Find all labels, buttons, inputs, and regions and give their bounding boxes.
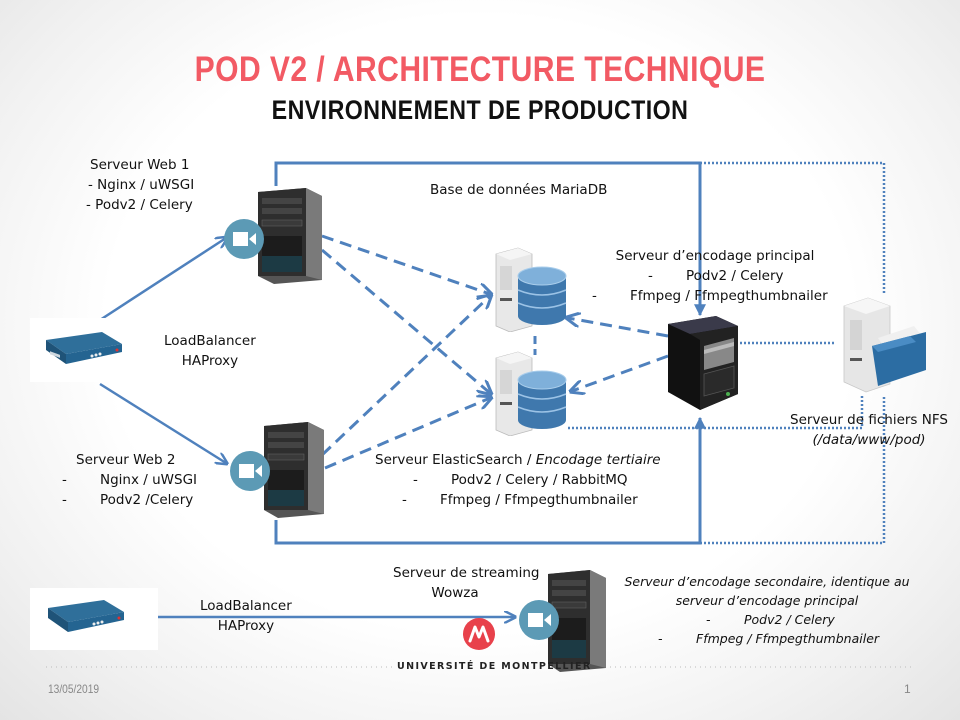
streaming-label: Serveur de streaming Wowza <box>393 563 540 603</box>
elasticsearch-item: - Ffmpeg / Ffmpegthumbnailer <box>375 490 661 510</box>
streaming-video-badge <box>518 599 560 646</box>
encoding-secondary-item: - Podv2 / Celery <box>617 610 917 629</box>
web2-video-badge <box>229 450 271 497</box>
loadbalancer-streaming-label: LoadBalancer HAProxy <box>200 596 292 636</box>
nfs-label: Serveur de fichiers NFS (/data/www/pod) <box>784 410 954 450</box>
link-web2-mariadb <box>320 296 490 457</box>
web1-name: Serveur Web 1 <box>90 157 190 173</box>
server-tower-icon <box>258 188 322 284</box>
nfs-server <box>838 296 930 399</box>
loadbalancer-main-label: LoadBalancer HAProxy <box>164 331 256 371</box>
server-tower-icon <box>264 422 324 518</box>
elasticsearch-name: Serveur ElasticSearch <box>375 452 523 468</box>
elasticsearch-item-text: Ffmpeg / Ffmpegthumbnailer <box>440 492 638 508</box>
link-web1-encoding <box>274 161 706 317</box>
link-web2-es <box>324 398 490 470</box>
encoding-main-name: Serveur d’encodage principal <box>615 248 815 264</box>
bullet: - <box>592 288 597 304</box>
elasticsearch-label: Serveur ElasticSearch / Encodage tertiai… <box>375 450 661 510</box>
encoding-main-item: - Ffmpeg / Ffmpegthumbnailer <box>590 286 840 306</box>
video-camera-icon <box>224 219 264 259</box>
streaming-name: Serveur de streaming <box>393 565 540 581</box>
encoding-secondary-line: serveur d’encodage principal <box>675 593 859 608</box>
loadbalancer-main <box>30 318 132 382</box>
streaming-software: Wowza <box>431 585 479 601</box>
university-logo-text: UNIVERSITÉ DE MONTPELLIER <box>397 661 592 672</box>
web1-item: - Podv2 / Celery <box>86 197 193 213</box>
footer-date: 13/05/2019 <box>48 682 100 696</box>
slide-subtitle: ENVIRONNEMENT DE PRODUCTION <box>271 95 689 125</box>
streaming-server <box>546 568 612 677</box>
database-server-icon <box>495 351 567 437</box>
encoding-main-item-text: Ffmpeg / Ffmpegthumbnailer <box>630 288 828 304</box>
bullet: - <box>62 472 67 488</box>
network-appliance-icon <box>46 332 122 364</box>
lb-streaming-line-2: HAProxy <box>217 618 275 634</box>
mariadb-server <box>492 246 572 337</box>
elasticsearch-role: Encodage tertiaire <box>535 452 661 468</box>
page-number: 1 <box>904 682 911 696</box>
link-web2-encoding <box>274 416 706 545</box>
encoding-main-label: Serveur d’encodage principal - Podv2 / Ce… <box>590 246 840 306</box>
nfs-path: (/data/www/pod) <box>812 432 926 448</box>
mariadb-label: Base de données MariaDB <box>430 182 608 198</box>
elasticsearch-item-text: Podv2 / Celery / RabbitMQ <box>451 472 628 488</box>
loadbalancer-streaming <box>30 588 158 650</box>
lb-main-line-1: LoadBalancer <box>164 333 256 349</box>
web1-label: Serveur Web 1 - Nginx / uWSGI - Podv2 / … <box>86 155 194 215</box>
link-encoding-es <box>572 354 669 391</box>
link-lb-web2 <box>99 382 226 463</box>
elasticsearch-item: - Podv2 / Celery / RabbitMQ <box>375 470 661 490</box>
video-camera-icon <box>519 600 559 640</box>
lb-main-line-2: HAProxy <box>181 353 239 369</box>
web2-item: - Nginx / uWSGI <box>62 470 197 490</box>
network-appliance-icon <box>48 600 124 632</box>
bullet: - <box>413 472 418 488</box>
web2-item-text: Podv2 /Celery <box>100 492 194 508</box>
slide-title: POD V2 / ARCHITECTURE TECHNIQUE <box>194 50 766 89</box>
file-server-icon <box>843 297 926 393</box>
web2-name: Serveur Web 2 <box>76 452 176 468</box>
bullet: - <box>706 612 711 627</box>
link-nfs-bottom <box>700 395 886 545</box>
bullet: - <box>402 492 407 508</box>
web1-item: - Nginx / uWSGI <box>88 177 195 193</box>
server-tower-icon <box>548 570 606 672</box>
link-nfs-top <box>700 161 886 293</box>
encoding-secondary-label: Serveur d’encodage secondaire, identique… <box>617 572 917 648</box>
web2-item: - Podv2 /Celery <box>62 490 197 510</box>
nfs-name: Serveur de fichiers NFS <box>790 412 948 428</box>
encoding-main-server <box>664 314 744 417</box>
university-logo-mark <box>462 617 496 656</box>
encoding-secondary-item-text: Podv2 / Celery <box>744 612 835 627</box>
bullet: - <box>62 492 67 508</box>
elasticsearch-name-line: Serveur ElasticSearch / Encodage tertiai… <box>375 450 661 470</box>
bullet: - <box>658 631 663 646</box>
university-logo-icon <box>463 618 495 650</box>
encoding-main-item: - Podv2 / Celery <box>590 266 840 286</box>
lb-streaming-line-1: LoadBalancer <box>200 598 292 614</box>
bullet: - <box>648 268 653 284</box>
video-camera-icon <box>230 451 270 491</box>
link-encoding-mariadb <box>568 318 669 338</box>
black-server-icon <box>668 316 738 410</box>
web1-video-badge <box>223 218 265 265</box>
database-server-icon <box>495 247 567 333</box>
link-web1-mariadb <box>321 234 490 294</box>
separator: / <box>522 452 536 468</box>
web2-label: Serveur Web 2 - Nginx / uWSGI - Podv2 /Cel… <box>62 450 197 510</box>
link-es-nfs <box>568 396 864 430</box>
encoding-main-item-text: Podv2 / Celery <box>686 268 784 284</box>
web2-item-text: Nginx / uWSGI <box>100 472 198 488</box>
elasticsearch-server <box>492 350 572 441</box>
web2-server <box>262 420 332 523</box>
encoding-secondary-item-text: Ffmpeg / Ffmpegthumbnailer <box>696 631 880 646</box>
web1-server <box>256 186 328 289</box>
encoding-secondary-item: - Ffmpeg / Ffmpegthumbnailer <box>617 629 917 648</box>
link-lb-web1 <box>99 238 226 322</box>
encoding-secondary-line: Serveur d’encodage secondaire, identique… <box>624 574 910 589</box>
